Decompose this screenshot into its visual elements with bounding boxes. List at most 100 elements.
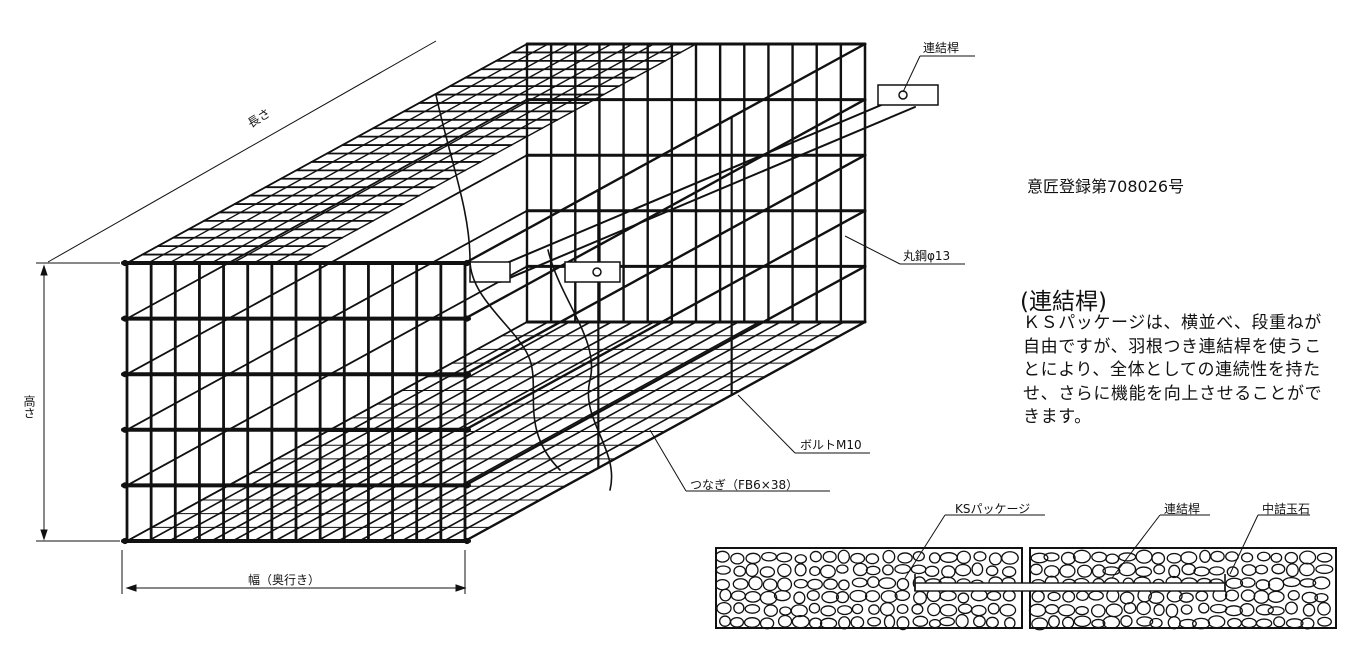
fill-stone (1105, 553, 1120, 565)
bolt-dot (463, 371, 471, 378)
bolt-dot (121, 259, 129, 267)
fill-stone (1241, 564, 1257, 576)
fill-stone (793, 591, 806, 605)
fill-stone (1199, 549, 1211, 563)
top-long-bar (274, 43, 676, 264)
fill-stone (1167, 616, 1181, 630)
fill-stone (1073, 615, 1092, 628)
fill-stone (779, 606, 792, 616)
side-horizontal-bar (463, 42, 867, 265)
fill-stone (809, 566, 821, 577)
fill-stone (1239, 603, 1255, 617)
fill-stone (719, 588, 732, 602)
fill-stone (1062, 590, 1076, 603)
fill-stone (851, 577, 868, 588)
fill-stone (759, 590, 778, 605)
fill-stone (1091, 564, 1106, 578)
fill-stone (864, 590, 881, 603)
bolt-dot (463, 426, 471, 433)
fill-stone (879, 602, 895, 617)
leader (737, 394, 796, 454)
fill-stone (1148, 591, 1165, 604)
fill-stone (1047, 591, 1061, 602)
fill-stone (850, 552, 866, 564)
bolt-dot (121, 537, 129, 545)
fill-stone (733, 602, 745, 614)
section-connecting-rod-callout: 連結桿 (1164, 502, 1201, 516)
fill-stone (732, 578, 749, 590)
tie-callout: つなぎ（FB6×38） (690, 478, 799, 492)
fill-stone (759, 617, 775, 630)
fill-stone (1044, 604, 1060, 615)
fill-stone (882, 564, 894, 576)
fill-stone (985, 565, 999, 577)
fill-stone (882, 549, 896, 564)
fill-stone (1209, 603, 1228, 614)
break-line (435, 94, 561, 471)
side-horizontal-bar (463, 209, 867, 431)
fill-stone (941, 565, 956, 579)
fill-stone (777, 563, 792, 578)
fill-stone (777, 614, 793, 628)
fill-stone (1255, 618, 1273, 629)
fill-stone (1282, 576, 1301, 588)
fill-stone (1105, 603, 1123, 618)
dimension-arrowheads (40, 264, 467, 592)
fill-stone (973, 615, 986, 628)
fill-stone (745, 552, 761, 565)
connecting-rod-description: ＫＳパッケージは、横並べ、段重ねが自由ですが、羽根つき連結桿を使うことにより、全… (1023, 313, 1323, 427)
fill-stone (1057, 604, 1076, 617)
fill-stone (1191, 617, 1211, 630)
fill-stone (1090, 604, 1106, 618)
fill-stone (1316, 552, 1333, 563)
top-long-bar (210, 43, 613, 264)
fill-stone (897, 552, 913, 564)
side-horizontal-bar (463, 265, 867, 487)
fill-stone (956, 550, 971, 565)
fill-stone (1076, 564, 1093, 578)
fill-stone (939, 590, 957, 602)
fill-stone (1135, 549, 1153, 564)
fill-stone (1298, 562, 1315, 577)
fill-stone (878, 577, 897, 590)
fill-stone (988, 552, 1003, 566)
fill-stone (865, 553, 880, 565)
section-connecting-rod (914, 582, 1226, 592)
fill-stone (1315, 564, 1334, 575)
rod-end-plates (914, 574, 1226, 591)
fill-stone (1117, 562, 1137, 577)
fill-stone (715, 550, 730, 563)
leader (902, 55, 921, 93)
fill-stone (729, 616, 745, 628)
fill-stone (957, 592, 970, 604)
fill-stone (809, 550, 822, 563)
connecting-rod-heading: (連結桿) (1020, 289, 1107, 315)
fill-stone (719, 615, 732, 627)
fill-stone (838, 616, 851, 630)
fill-stone (912, 615, 929, 627)
fill-stone (808, 617, 823, 629)
fill-stone (715, 565, 731, 575)
fill-stone (821, 590, 840, 604)
bolt-dot (463, 537, 471, 545)
bolt-dot (463, 259, 471, 267)
fill-stone (1301, 591, 1319, 604)
fill-stone (761, 551, 777, 562)
fill-stone (1002, 589, 1016, 602)
fill-stone (1284, 551, 1299, 564)
fill-stone (1198, 602, 1210, 614)
fill-stone (849, 589, 868, 603)
fill-stone (820, 605, 837, 617)
fill-stone (1075, 605, 1089, 616)
fill-stone (790, 604, 808, 618)
fill-stone (928, 552, 941, 564)
fill-stone (1153, 603, 1165, 616)
fill-stone (1240, 552, 1254, 563)
fill-stone (745, 563, 759, 578)
fill-stone (1267, 590, 1285, 603)
fill-stone (1178, 618, 1197, 629)
rod-bolt (592, 267, 602, 277)
fill-stone (837, 549, 851, 564)
fill-stone (865, 565, 881, 576)
fill-stone (716, 601, 732, 615)
